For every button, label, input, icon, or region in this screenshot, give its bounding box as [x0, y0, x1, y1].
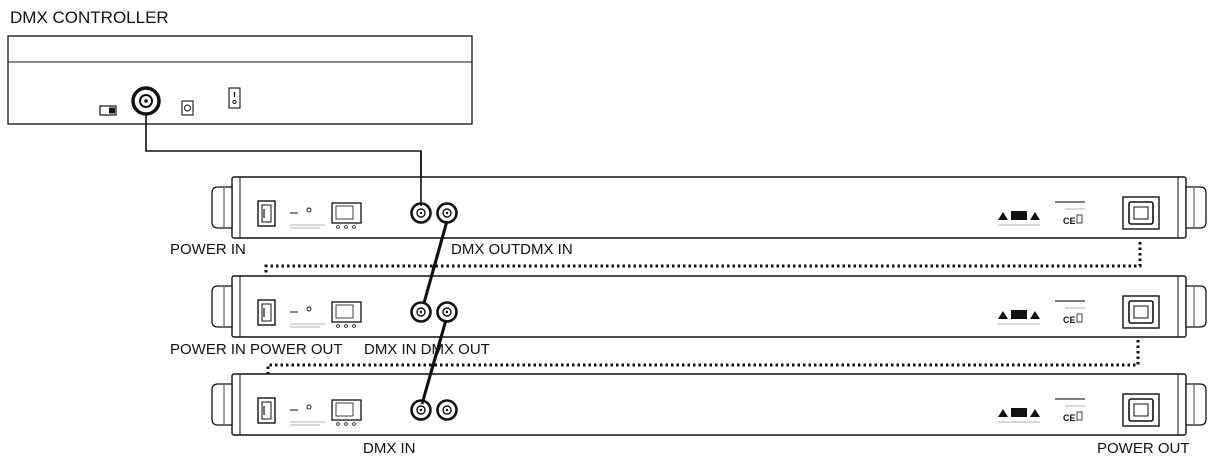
dmx-out-connector-icon [436, 202, 458, 224]
svg-text:CE: CE [1063, 216, 1076, 226]
warning-triangle-icon [998, 408, 1040, 417]
fixture-right-end-cap [1185, 285, 1207, 328]
controller-title: DMX CONTROLLER [10, 8, 169, 27]
power-in-socket-icon [257, 200, 276, 227]
controller-body [7, 35, 473, 125]
power-out-socket-icon [1122, 196, 1160, 230]
dmx-out-connector-icon [436, 399, 458, 421]
fixture-left-end-cap [211, 383, 233, 426]
fixture-body [231, 176, 1187, 239]
fixture-body [231, 275, 1187, 338]
power-out-socket-icon [1122, 393, 1160, 427]
fixture-left-end-cap [211, 186, 233, 229]
ce-mark-icon: CE [1055, 201, 1085, 226]
fixture-right-end-cap [1185, 383, 1207, 426]
fixture-2: CE POWER IN POWER OUT DMX IN DMX OUT [170, 275, 1207, 358]
fixture-1: CE POWER IN DMX OUTDMX IN [170, 176, 1207, 258]
dmx-in-connector-icon [410, 399, 432, 421]
fuse-icon [306, 306, 312, 312]
fixture1-to-fixture2-power-link [264, 242, 1142, 306]
fixture-body [231, 373, 1187, 436]
dmx-controller: DMX CONTROLLER [7, 8, 473, 125]
power-out-socket-icon [1122, 295, 1160, 329]
warning-triangle-icon [998, 310, 1040, 319]
controller-dc-jack-icon [181, 100, 194, 116]
power-in-socket-icon [257, 397, 276, 424]
fixture-2-label-center: DMX IN DMX OUT [364, 341, 490, 358]
cable-overlay [420, 151, 449, 405]
fixture-3-label-right: POWER OUT [1097, 440, 1190, 457]
ce-mark-icon: CE [1055, 398, 1085, 423]
svg-text:CE: CE [1063, 315, 1076, 325]
controller-dmx-out-connector-icon [131, 86, 161, 116]
display-panel-icon [331, 202, 362, 229]
ce-mark-icon: CE [1055, 300, 1085, 325]
svg-text:CE: CE [1063, 413, 1076, 423]
fixture-1-label-center: DMX OUTDMX IN [451, 241, 573, 258]
fuse-icon [306, 207, 312, 213]
fixture-3-label-center: DMX IN [363, 440, 416, 457]
fixture-left-end-cap [211, 285, 233, 328]
fixture-right-end-cap [1185, 186, 1207, 229]
fixture-1-label-left: POWER IN [170, 241, 246, 258]
dmx-in-connector-icon [410, 202, 432, 224]
fixture-2-label-left: POWER IN POWER OUT [170, 341, 343, 358]
controller-switch-icon [99, 105, 117, 116]
fixture-3: CE DMX IN POWER OUT [211, 373, 1207, 457]
controller-power-switch-icon [228, 87, 241, 109]
fuse-icon [306, 404, 312, 410]
display-panel-icon [331, 301, 362, 328]
warning-triangle-icon [998, 211, 1040, 220]
display-panel-icon [331, 399, 362, 426]
power-in-socket-icon [257, 299, 276, 326]
dmx-out-connector-icon [436, 301, 458, 323]
cables [145, 114, 1142, 405]
dmx-in-connector-icon [410, 301, 432, 323]
